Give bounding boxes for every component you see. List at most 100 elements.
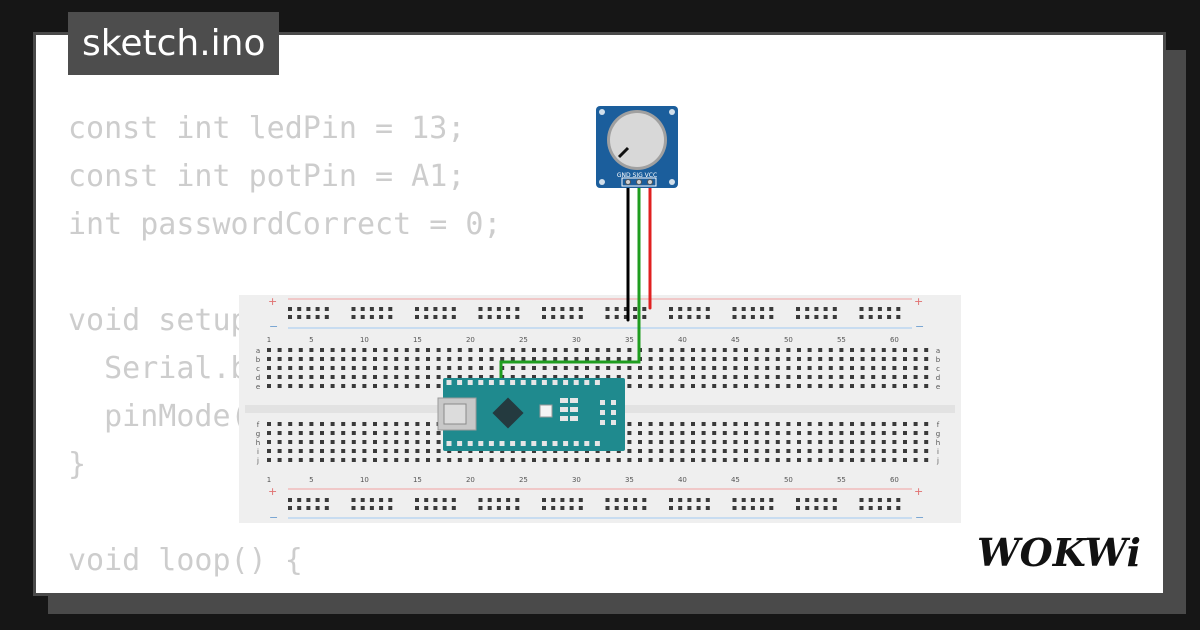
rail-hole — [859, 498, 864, 502]
breadboard-hole — [627, 431, 632, 435]
rail-hole — [687, 498, 692, 502]
breadboard-hole — [818, 375, 823, 379]
breadboard-hole — [913, 384, 918, 388]
breadboard-hole — [447, 366, 452, 370]
breadboard-hole — [457, 458, 462, 462]
breadboard-hole — [733, 431, 738, 435]
rail-hole — [614, 315, 619, 319]
breadboard-hole — [298, 422, 303, 426]
rail-hole — [288, 506, 292, 510]
breadboard-hole — [351, 449, 356, 453]
breadboard-hole — [277, 440, 282, 444]
breadboard-hole — [913, 375, 918, 379]
breadboard-hole — [722, 458, 727, 462]
rail-hole — [832, 307, 837, 311]
breadboard-hole — [797, 422, 801, 426]
nano-pin — [594, 441, 600, 446]
breadboard-hole — [733, 384, 738, 388]
breadboard-hole — [691, 431, 695, 435]
breadboard-hole — [436, 375, 441, 379]
rail-hole — [741, 506, 746, 510]
breadboard-hole — [712, 431, 717, 435]
breadboard-hole — [489, 458, 494, 462]
breadboard-hole — [659, 384, 664, 388]
rail-hole — [451, 506, 456, 510]
rail-hole — [288, 307, 292, 311]
rail-hole — [515, 315, 520, 319]
breadboard-hole — [850, 357, 854, 361]
column-number: 35 — [625, 336, 634, 344]
rail-hole — [769, 315, 774, 319]
breadboard-hole — [341, 440, 346, 444]
breadboard-hole — [860, 449, 865, 453]
breadboard-hole — [510, 366, 515, 370]
breadboard-hole — [383, 449, 388, 453]
rail-hole — [877, 307, 882, 311]
breadboard-hole — [669, 449, 674, 453]
nano-pin — [563, 441, 569, 446]
nano-pin — [573, 380, 579, 385]
breadboard-hole — [744, 384, 748, 388]
breadboard-hole — [404, 375, 409, 379]
rail-plus-bottom-right: + — [914, 485, 923, 498]
breadboard-hole — [839, 449, 844, 453]
breadboard-hole — [436, 384, 441, 388]
breadboard-hole — [362, 440, 367, 444]
rail-hole — [487, 307, 492, 311]
breadboard-hole — [903, 458, 907, 462]
row-letter: g — [256, 430, 260, 438]
rail-hole — [859, 315, 864, 319]
rail-hole — [896, 498, 901, 502]
breadboard-hole — [913, 348, 918, 352]
breadboard-hole — [574, 348, 579, 352]
breadboard-hole — [818, 348, 823, 352]
breadboard-hole — [903, 348, 907, 352]
column-number: 5 — [309, 336, 313, 344]
rail-hole — [741, 498, 746, 502]
breadboard-hole — [775, 357, 780, 361]
breadboard-hole — [267, 458, 271, 462]
breadboard-hole — [510, 375, 515, 379]
breadboard-hole — [383, 366, 388, 370]
nano-pin — [478, 441, 484, 446]
breadboard-hole — [627, 449, 632, 453]
breadboard-hole — [383, 431, 388, 435]
nano-pin — [478, 380, 484, 385]
breadboard-hole — [404, 431, 409, 435]
breadboard-hole — [786, 357, 791, 361]
rail-hole — [415, 506, 419, 510]
breadboard-hole — [871, 422, 876, 426]
breadboard-hole — [648, 366, 653, 370]
breadboard-hole — [595, 458, 600, 462]
row-letter: f — [937, 421, 940, 429]
rail-hole — [306, 307, 311, 311]
breadboard-hole — [765, 449, 770, 453]
breadboard-hole — [786, 366, 791, 370]
breadboard-hole — [288, 440, 293, 444]
breadboard-hole — [595, 375, 600, 379]
breadboard-hole — [924, 440, 929, 444]
rail-hole — [288, 498, 292, 502]
rail-hole — [633, 315, 638, 319]
rail-minus-bottom-right: − — [915, 511, 924, 524]
breadboard-hole — [701, 422, 706, 426]
breadboard-hole — [903, 422, 907, 426]
breadboard-hole — [722, 375, 727, 379]
column-number: 35 — [625, 476, 634, 484]
rail-hole — [696, 506, 701, 510]
rail-hole — [369, 307, 374, 311]
breadboard-hole — [648, 458, 653, 462]
rail-hole — [388, 506, 393, 510]
rail-hole — [478, 307, 483, 311]
breadboard-hole — [521, 375, 526, 379]
breadboard-hole — [426, 440, 430, 444]
breadboard-hole — [733, 458, 738, 462]
rail-hole — [451, 307, 456, 311]
breadboard-hole — [383, 458, 388, 462]
breadboard-hole — [616, 357, 621, 361]
rail-hole — [506, 506, 511, 510]
breadboard-hole — [775, 375, 780, 379]
breadboard-hole — [754, 440, 759, 444]
nano-pin — [510, 380, 516, 385]
breadboard-hole — [818, 440, 823, 444]
